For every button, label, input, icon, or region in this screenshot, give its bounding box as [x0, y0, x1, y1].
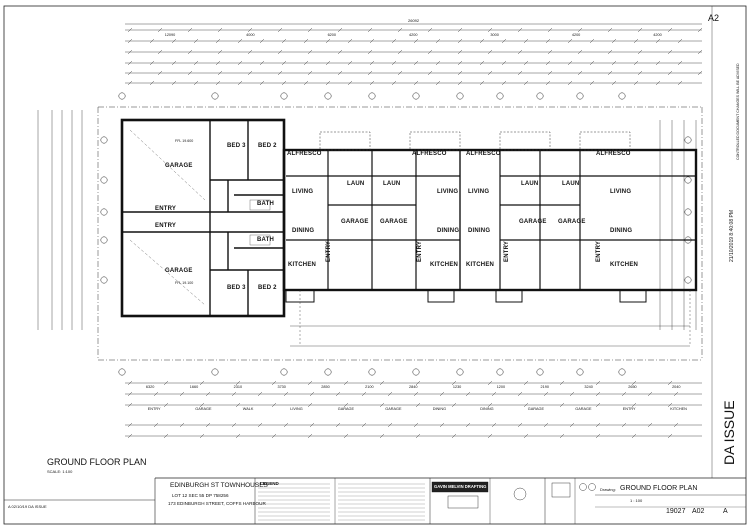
unit3-garage: GARAGE [519, 219, 547, 225]
unit3-laun: LAUN [521, 181, 539, 187]
issue-stamp: DA ISSUE [721, 400, 737, 465]
top-dim-6: 4200 [653, 33, 662, 37]
unit2-laun: LAUN [383, 181, 401, 187]
ffl-top: FFL 19.600 [175, 139, 194, 143]
bottom-room-label-9: GARAGE [575, 407, 592, 411]
unit4-laun: LAUN [562, 181, 580, 187]
firm-name: GAVIN MELVIN DRAFTING [434, 483, 487, 489]
bottom-dim-12: 2040 [672, 385, 681, 389]
scale-value: 1 : 100 [630, 498, 643, 503]
rev-entry: A 02/10/19 DA ISSUE [8, 504, 47, 509]
top-dim-2: 6200 [327, 33, 337, 37]
unit4-kitchen: KITCHEN [610, 262, 639, 268]
project-name: EDINBURGH ST TOWNHOUSES [170, 482, 268, 489]
plot-stamp: 21/10/2019 8:40:08 PM [729, 210, 735, 262]
room-bed2-top: BED 2 [258, 143, 277, 149]
unit3-dining: DINING [468, 228, 491, 234]
bottom-room-label-3: LIVING [290, 407, 303, 411]
unit1-entry: ENTRY [326, 240, 332, 262]
bottom-room-label-10: ENTRY [622, 407, 636, 411]
top-dim-1: 4000 [246, 33, 255, 37]
bottom-room-label-8: GARAGE [527, 407, 544, 411]
unit4-dining: DINING [610, 228, 633, 234]
bottom-dim-10: 3240 [584, 385, 593, 389]
unit3-alfresco: ALFRESCO [466, 151, 501, 157]
unit4-alfresco: ALFRESCO [596, 151, 631, 157]
room-bath-top: BATH [257, 201, 275, 207]
unit3-entry: ENTRY [504, 240, 510, 262]
room-entry-top: ENTRY [155, 206, 177, 212]
bottom-dim-3: 3730 [277, 385, 286, 389]
unit2-garage: GARAGE [380, 219, 408, 225]
unit1-living: LIVING [292, 189, 314, 195]
top-dim-4: 3000 [490, 33, 499, 37]
bottom-dim-9: 2190 [540, 385, 549, 389]
bottom-room-label-11: KITCHEN [670, 407, 687, 411]
room-entry-bot: ENTRY [155, 223, 177, 229]
unit2-entry: ENTRY [417, 240, 423, 262]
top-dim-3: 4200 [409, 33, 418, 37]
unit2-dining: DINING [437, 228, 460, 234]
room-bed2-bot: BED 2 [258, 285, 277, 291]
bottom-room-label-7: DINING [480, 407, 494, 411]
unit4-living: LIVING [610, 189, 632, 195]
unit1-dining: DINING [292, 228, 315, 234]
unit3-living: LIVING [468, 189, 490, 195]
bottom-room-label-4: GARAGE [337, 407, 354, 411]
unit1-alfresco: ALFRESCO [287, 151, 322, 157]
bottom-room-label-6: DINING [432, 407, 447, 411]
sheet-number: A02 [692, 508, 705, 515]
bottom-room-label-2: WALK [242, 407, 254, 411]
room-bath-bot: BATH [257, 237, 275, 243]
bottom-dim-7: 1230 [452, 385, 462, 389]
bottom-dim-0: 6320 [145, 385, 155, 389]
controlled-note: CONTROLLED DOCUMENT CHANGES WILL BE ADVI… [736, 63, 740, 160]
bottom-dim-4: 2850 [321, 385, 330, 389]
drawing-title: GROUND FLOOR PLAN [620, 485, 698, 492]
bottom-dim-5: 2100 [365, 385, 374, 389]
plan-scale: SCALE: 1:100 [47, 469, 73, 474]
room-garage-top: GARAGE [165, 163, 193, 169]
unit4-entry: ENTRY [596, 240, 602, 262]
bottom-dim-1: 1660 [189, 385, 199, 389]
unit2-alfresco: ALFRESCO [412, 151, 447, 157]
unit2-living: LIVING [437, 189, 459, 195]
top-dim-0: 12090 [164, 33, 176, 37]
unit1-garage: GARAGE [341, 219, 369, 225]
plan-title: GROUND FLOOR PLAN [47, 457, 147, 467]
bottom-room-label-1: GARAGE [195, 407, 212, 411]
room-garage-bot: GARAGE [165, 268, 193, 274]
overall-width-dim: 26092 [408, 18, 420, 23]
bottom-dim-2: 2310 [233, 385, 243, 389]
unit4-garage: GARAGE [558, 219, 586, 225]
unit1-kitchen: KITCHEN [288, 262, 317, 268]
drawing-label: Drawing: [600, 487, 616, 492]
bottom-dim-8: 1200 [496, 385, 506, 389]
project-address: 173 EDINBURGH STREET, COFFS HARBOUR [168, 501, 266, 506]
ffl-bot: FFL 19.100 [175, 281, 194, 285]
unit2-kitchen: KITCHEN [430, 262, 459, 268]
unit3-kitchen: KITCHEN [466, 262, 495, 268]
unit1-laun: LAUN [347, 181, 365, 187]
sheet-ref: A2 [708, 13, 720, 23]
bottom-dim-6: 2840 [409, 385, 418, 389]
legend-heading: LEGEND [260, 481, 279, 486]
project-lot: LOT 12 SEC 55 DP 758256 [172, 493, 229, 498]
bottom-room-label-0: ENTRY [147, 407, 161, 411]
job-number: 19027 [666, 508, 686, 515]
bottom-dim-11: 2650 [628, 385, 637, 389]
room-bed3-bot: BED 3 [227, 285, 246, 291]
room-bed3-top: BED 3 [227, 143, 246, 149]
top-dim-5: 4200 [571, 33, 581, 37]
revision-letter: A [723, 508, 728, 515]
bottom-room-label-5: GARAGE [385, 407, 402, 411]
